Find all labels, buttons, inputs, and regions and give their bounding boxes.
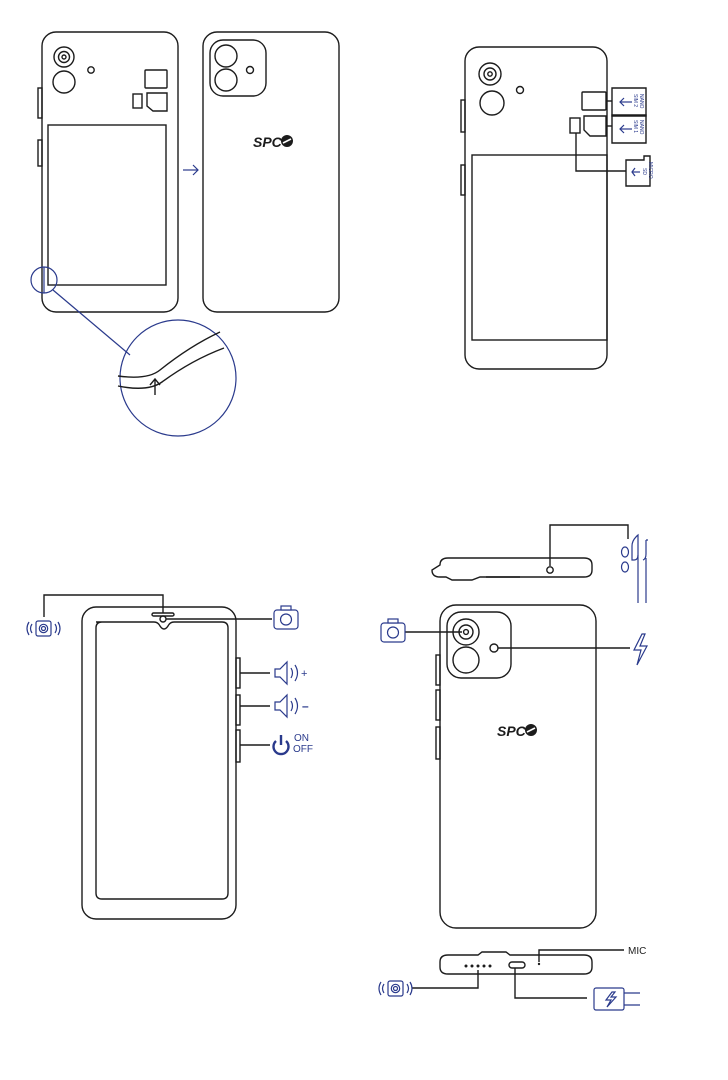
loudspeaker-icon (378, 980, 413, 997)
phone-bottom-edge (439, 951, 593, 975)
spc-logo-mark-icon-back (525, 724, 537, 736)
power-label-off: OFF (293, 744, 313, 755)
volume-up-sign: + (301, 668, 307, 680)
notch-zoom-callout (30, 266, 237, 437)
spc-logo-text: SPC (253, 134, 283, 150)
arrow-right-icon (183, 164, 199, 176)
microsd-label-line2: SD (641, 168, 647, 175)
phone-back-open (37, 31, 179, 313)
nano-sim2-card: NANO SIM 2 (611, 87, 647, 117)
loudspeaker-grille (464, 964, 492, 968)
mic-label: MIC (628, 946, 646, 957)
front-camera-icon (273, 605, 299, 630)
volume-down-icon (274, 693, 299, 719)
power-label-on: ON (294, 733, 309, 744)
phone-back-sim-slots (460, 46, 608, 370)
sim-insertion-panel: NANO SIM 2 NANO SIM 1 MICRO SD (460, 46, 653, 370)
power-icon (272, 735, 290, 756)
phone-top-edge (431, 557, 593, 581)
charger-icon (593, 987, 640, 1011)
phone-front (81, 606, 241, 920)
microsd-card: MICRO SD (625, 155, 653, 187)
flash-icon (633, 633, 648, 666)
sim1-label-line2: SIM 1 (632, 120, 638, 133)
lift-arrow-icon (149, 377, 161, 395)
back-cover: SPC (202, 31, 340, 313)
earpiece-speaker-icon (26, 620, 61, 637)
sim1-label-line1: NANO (638, 120, 644, 135)
remove-back-cover-panel: SPC (30, 31, 340, 437)
microsd-label-line1: MICRO (647, 162, 653, 179)
front-view-panel: + – ON OFF (26, 594, 313, 920)
rear-camera-icon (380, 618, 406, 643)
headphones-icon (620, 533, 648, 603)
sim2-label-line1: NANO (638, 94, 644, 109)
spc-logo-mark-icon (281, 135, 293, 147)
nano-sim1-card: NANO SIM 1 (611, 114, 647, 144)
spc-logo-text-back: SPC (497, 723, 527, 739)
volume-up-icon (274, 660, 299, 686)
volume-down-sign: – (302, 699, 309, 713)
phone-back: SPC (435, 604, 597, 929)
sim2-label-line2: SIM 2 (632, 94, 638, 107)
back-view-panel: SPC (378, 524, 648, 1011)
